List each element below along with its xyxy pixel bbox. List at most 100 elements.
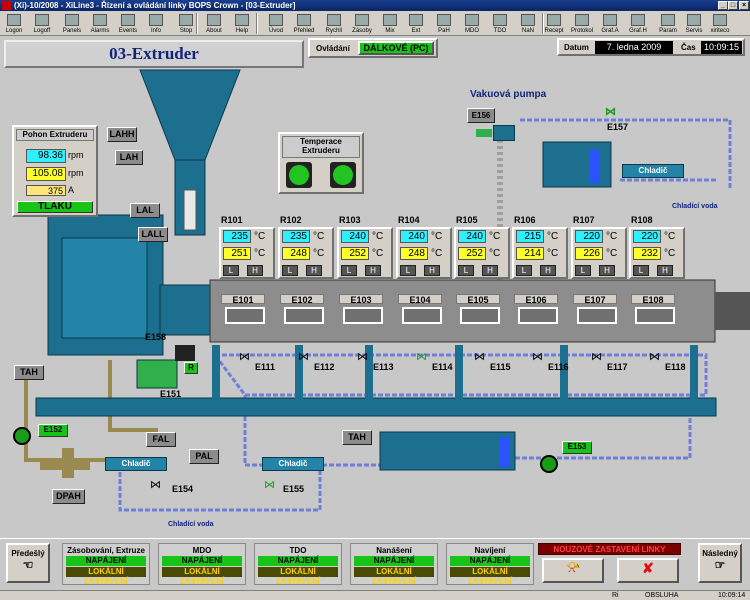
toolbar-button-graph-a[interactable]: Graf.A (596, 12, 624, 35)
toolbar-button-tdo[interactable]: TDO (486, 12, 514, 35)
toolbar-button-help[interactable]: Help (228, 12, 256, 35)
zone-name: R108 (631, 215, 653, 225)
toolbar-button-service[interactable]: Servis (680, 12, 708, 35)
zone-heater-label[interactable]: E107 (573, 294, 617, 305)
toolbar-button-graph-h[interactable]: Graf.H (624, 12, 652, 35)
toolbar-button-mdo[interactable]: MDO (458, 12, 486, 35)
valve-e157-icon[interactable]: ⋈ (605, 106, 616, 118)
toolbar-label: PaH (438, 28, 450, 34)
pump-e153-label[interactable]: E153 (562, 441, 592, 454)
valve-icon[interactable]: ⋈ (298, 351, 309, 363)
main-motor (136, 359, 178, 389)
temperature-status-lamp-2 (333, 165, 353, 185)
zone-valve-label: E116 (548, 362, 569, 372)
zone-low-alarm: L (400, 265, 416, 276)
horn-button[interactable]: 📯 (542, 558, 604, 583)
next-button[interactable]: Následný ☞ (698, 543, 742, 583)
zone-heater-label[interactable]: E105 (456, 294, 500, 305)
toolbar-button-alarms[interactable]: Alarms (86, 12, 114, 35)
zone-heater-label[interactable]: E108 (631, 294, 675, 305)
toolbar-button-info[interactable]: Info (142, 12, 170, 35)
zone-setpoint-temp[interactable]: 252 (341, 247, 369, 260)
valve-icon[interactable]: ⋈ (474, 351, 485, 363)
toolbar-button-overview[interactable]: Přehled (290, 12, 318, 35)
toolbar-label: Zásoby (352, 28, 372, 34)
valve-icon[interactable]: ⋈ (649, 351, 660, 363)
toolbar-label: Protokol (570, 28, 593, 34)
pump-e153-icon[interactable] (540, 455, 558, 473)
toolbar-button-home[interactable]: Úvod (262, 12, 290, 35)
pump-e152-label[interactable]: E152 (38, 424, 68, 437)
cooler-2: Chladič (262, 457, 324, 471)
toolbar-button-stop[interactable]: Stop (172, 12, 200, 35)
valve-icon[interactable]: ⋈ (239, 351, 250, 363)
toolbar-button-mix[interactable]: Mix (376, 12, 404, 35)
tag-dpah[interactable]: DPAH (52, 489, 85, 504)
section-local-stop-status: LOKÁLNÍ ZASTAVENÍ (354, 567, 434, 586)
vacuum-pump-icon[interactable] (493, 125, 515, 141)
zone-heater-label[interactable]: E101 (221, 294, 265, 305)
maximize-button[interactable]: □ (728, 1, 738, 10)
toolbar-button-logoff[interactable]: Logoff (28, 12, 56, 35)
toolbar-button-protocol[interactable]: Protokol (568, 12, 596, 35)
oil-filter-body (62, 448, 74, 478)
zone-unit: °C (431, 231, 443, 242)
valve-icon[interactable]: ⋈ (357, 351, 368, 363)
vacuum-tank (542, 141, 612, 188)
toolbar-button-stock[interactable]: Zásoby (348, 12, 376, 35)
toolbar-button-events[interactable]: Events (114, 12, 142, 35)
graph-h-icon (631, 14, 645, 26)
toolbar-button-about[interactable]: About (200, 12, 228, 35)
tag-fal[interactable]: FAL (146, 432, 176, 447)
valve-icon[interactable]: ⋈ (532, 351, 543, 363)
motor-fan (175, 345, 195, 361)
toolbar-button-xiriteco[interactable]: xiriteco (706, 12, 734, 35)
valve-e154-icon[interactable]: ⋈ (150, 479, 161, 491)
tag-lall[interactable]: LALL (138, 227, 168, 242)
horn-icon: 📯 (565, 560, 581, 574)
toolbar-button-pah[interactable]: PaH (430, 12, 458, 35)
zone-setpoint-temp[interactable]: 251 (223, 247, 251, 260)
close-window-button[interactable]: × (739, 1, 749, 10)
section-power-status: NAPÁJENÍ (66, 556, 146, 566)
zone-high-alarm: H (424, 265, 440, 276)
zone-name: R105 (456, 215, 478, 225)
pump-e152-icon[interactable] (13, 427, 31, 445)
zone-heater-label[interactable]: E106 (514, 294, 558, 305)
zone-setpoint-temp[interactable]: 248 (282, 247, 310, 260)
toolbar-button-param[interactable]: Param (654, 12, 682, 35)
valve-icon[interactable]: ⋈ (416, 351, 427, 363)
zone-setpoint-temp[interactable]: 252 (458, 247, 486, 260)
zone-setpoint-temp[interactable]: 214 (516, 247, 544, 260)
hand-right-icon: ☞ (714, 558, 726, 572)
status-time: 10:09:14 (718, 592, 746, 599)
cancel-x-icon: ✘ (642, 560, 654, 576)
prev-button[interactable]: Předešlý ☜ (6, 543, 50, 583)
zone-setpoint-temp[interactable]: 232 (633, 247, 661, 260)
zone-heater-label[interactable]: E103 (339, 294, 383, 305)
valve-e155-icon[interactable]: ⋈ (264, 479, 275, 491)
tag-lahh[interactable]: LAHH (107, 127, 137, 142)
tag-tah-right[interactable]: TAH (342, 430, 372, 445)
minimize-button[interactable]: _ (718, 1, 728, 10)
alarms-icon (93, 14, 107, 26)
reset-button[interactable]: ✘ (617, 558, 679, 583)
toolbar-button-recipe[interactable]: Recept (540, 12, 568, 35)
toolbar-button-nan[interactable]: NaN (514, 12, 542, 35)
tag-pal[interactable]: PAL (189, 449, 219, 464)
zone-setpoint-temp[interactable]: 248 (400, 247, 428, 260)
toolbar-button-ext[interactable]: Ext (402, 12, 430, 35)
tag-lal[interactable]: LAL (130, 203, 160, 218)
tag-lah[interactable]: LAH (115, 150, 143, 165)
zone-heater-label[interactable]: E104 (398, 294, 442, 305)
zone-setpoint-temp[interactable]: 226 (575, 247, 603, 260)
toolbar-button-panels[interactable]: Panels (58, 12, 86, 35)
zone-heater-label[interactable]: E102 (280, 294, 324, 305)
tag-e156[interactable]: E156 (467, 108, 495, 123)
tag-tah-left[interactable]: TAH (14, 365, 44, 380)
emergency-stop-label: NOUZOVÉ ZASTAVENÍ LINKY (538, 543, 681, 555)
toolbar-button-quick[interactable]: Rychlí (320, 12, 348, 35)
temperature-title-1: Temperace (300, 137, 342, 146)
valve-icon[interactable]: ⋈ (591, 351, 602, 363)
toolbar-button-logon[interactable]: Logon (0, 12, 28, 35)
